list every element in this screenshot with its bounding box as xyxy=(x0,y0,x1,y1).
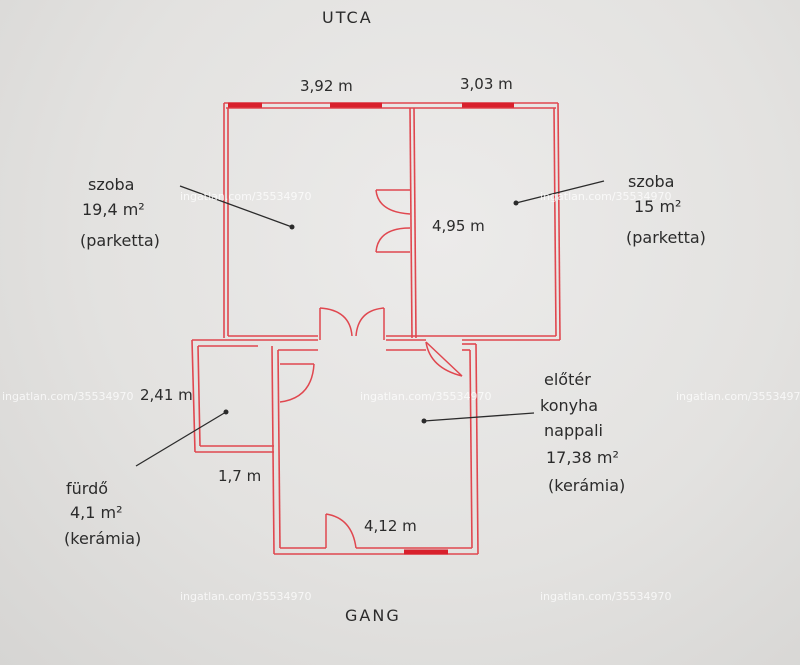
room-bath-name: fürdő xyxy=(66,479,108,498)
doors xyxy=(279,189,463,549)
room-right-floor: (parketta) xyxy=(626,228,706,247)
watermark-6: ingatlan.com/35534970 xyxy=(180,590,312,603)
watermark-5: ingatlan.com/35534970 xyxy=(676,390,800,403)
room-bath: fürdő 4,1 m² (kerámia) xyxy=(64,409,229,548)
room-bath-floor: (kerámia) xyxy=(64,529,141,548)
watermark-7: ingatlan.com/35534970 xyxy=(540,590,672,603)
walls xyxy=(191,102,561,555)
room-left-floor: (parketta) xyxy=(80,231,160,250)
room-hall: előtér konyha nappali 17,38 m² (kerámia) xyxy=(421,370,625,495)
room-hall-floor: (kerámia) xyxy=(548,476,625,495)
street-label: UTCA xyxy=(322,8,373,27)
dim-bath-bottom: 1,7 m xyxy=(218,467,261,485)
room-right: szoba 15 m² (parketta) xyxy=(513,172,706,247)
room-left: szoba 19,4 m² (parketta) xyxy=(80,175,295,250)
corridor-label: GANG xyxy=(345,606,401,625)
room-left-name: szoba xyxy=(88,175,134,194)
windows xyxy=(228,102,514,555)
room-right-dot xyxy=(513,200,519,206)
watermarks: ingatlan.com/35534970 ingatlan.com/35534… xyxy=(2,190,800,603)
room-right-area: 15 m² xyxy=(634,197,681,216)
watermark-2: ingatlan.com/35534970 xyxy=(540,190,672,203)
room-right-name: szoba xyxy=(628,172,674,191)
room-left-dot xyxy=(289,224,295,230)
dim-hall-bottom: 4,12 m xyxy=(364,517,417,535)
room-hall-name2: konyha xyxy=(540,396,598,415)
dim-bath-side: 2,41 m xyxy=(140,386,193,404)
watermark-1: ingatlan.com/35534970 xyxy=(180,190,312,203)
room-left-area: 19,4 m² xyxy=(82,200,145,219)
room-bath-dot xyxy=(223,409,229,415)
watermark-4: ingatlan.com/35534970 xyxy=(360,390,492,403)
dim-middle: 4,95 m xyxy=(432,217,485,235)
room-hall-area: 17,38 m² xyxy=(546,448,619,467)
watermark-3: ingatlan.com/35534970 xyxy=(2,390,134,403)
room-bath-area: 4,1 m² xyxy=(70,503,123,522)
room-hall-name: előtér xyxy=(544,370,591,389)
room-hall-name3: nappali xyxy=(544,421,603,440)
dim-top-right: 3,03 m xyxy=(460,75,513,93)
room-hall-dot xyxy=(421,418,427,424)
dim-top-left: 3,92 m xyxy=(300,77,353,95)
